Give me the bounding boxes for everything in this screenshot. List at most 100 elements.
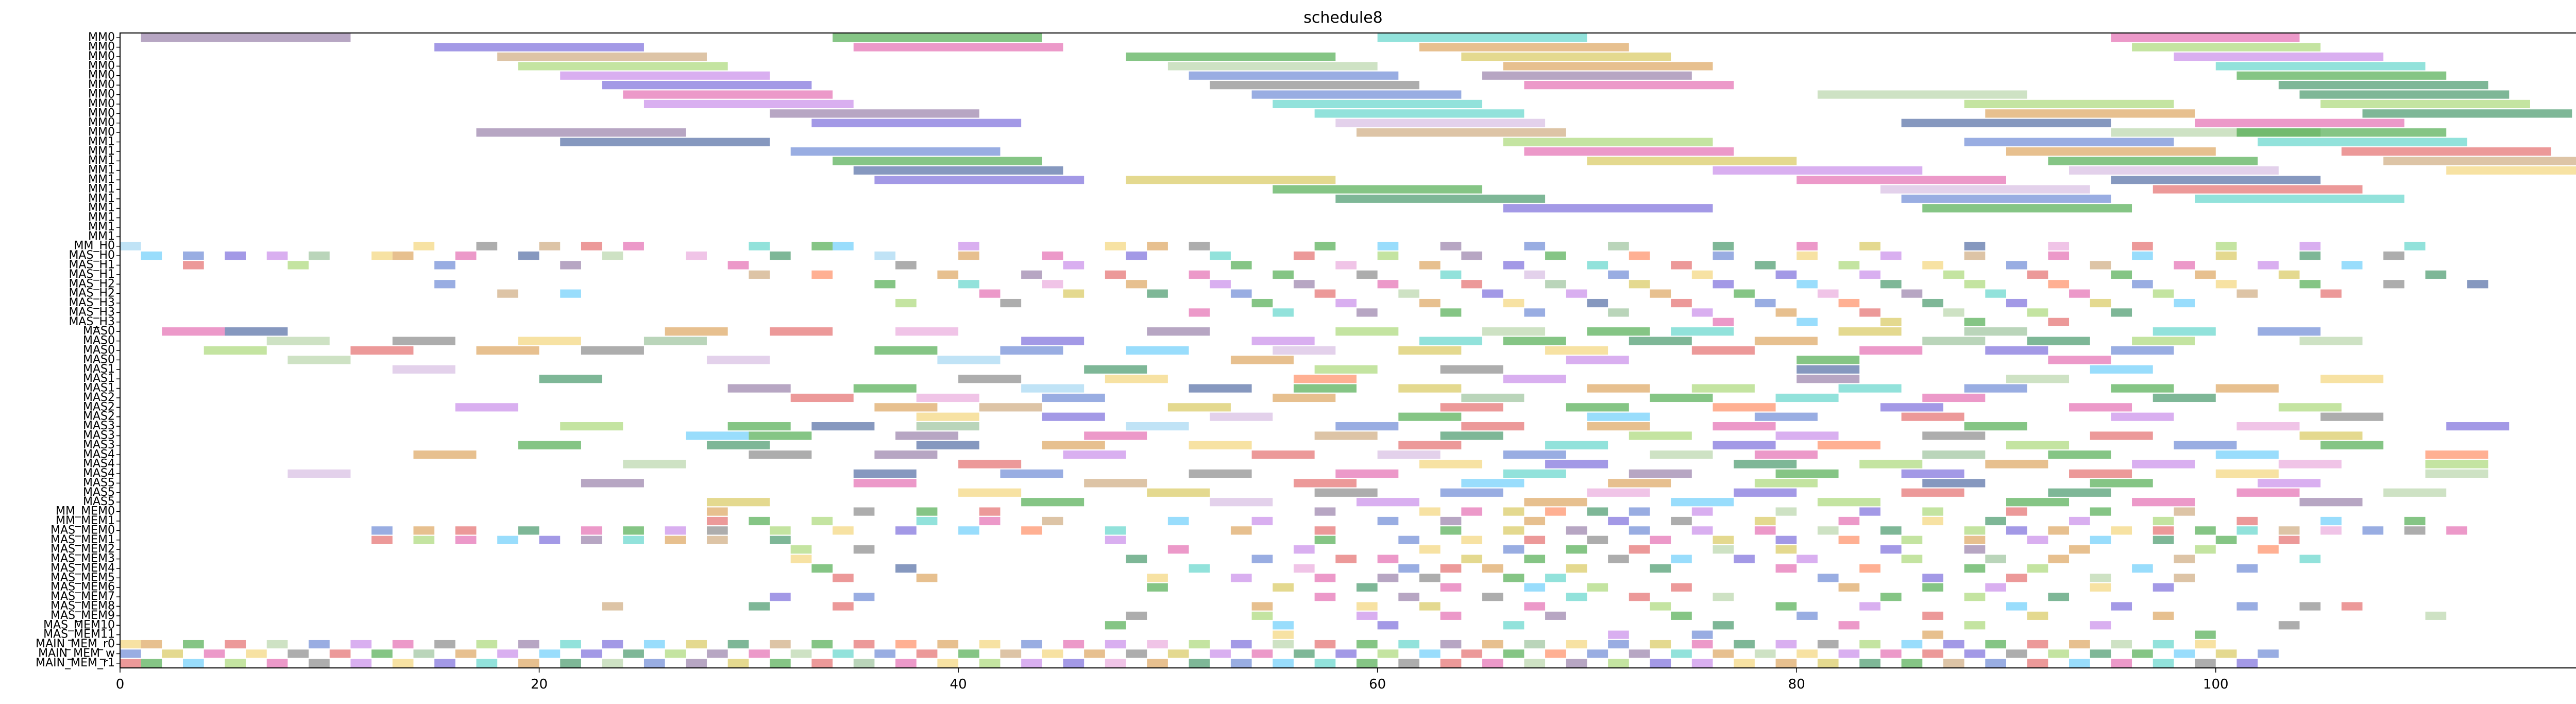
task-bar [1251,90,1462,99]
task-bar [2090,535,2111,544]
task-bar [2006,649,2027,658]
task-bar [2090,621,2111,630]
task-bar [2027,535,2048,544]
task-bar [225,640,246,649]
task-bar [1105,375,1168,383]
y-tick-label: MAS2 [83,391,115,404]
task-bar [413,450,477,459]
task-bar [1650,564,1671,573]
task-bar [560,138,770,146]
task-bar [1314,242,1336,250]
task-bar [790,649,812,658]
task-bar [2111,175,2321,185]
task-bar [1629,252,1650,260]
task-bar [1713,252,1734,260]
task-bar [874,403,938,412]
task-bar [1587,649,1608,658]
task-bar [916,412,979,421]
y-tick-label: MM0 [88,126,115,139]
task-bar [874,450,938,459]
task-bar [287,469,351,478]
task-bar [602,659,623,667]
task-bar [1503,574,1524,582]
task-bar [2278,621,2300,630]
task-bar [1377,450,1440,459]
task-bar [1775,393,1839,403]
task-bar [958,526,979,535]
task-bar [2090,649,2111,658]
task-bar [1545,507,1566,516]
task-bar [2236,128,2447,137]
task-bar [2236,659,2258,667]
task-bar [1440,659,1462,667]
task-bar [958,242,979,250]
task-bar [518,640,539,649]
task-bar [1314,289,1336,298]
task-bar [2383,252,2404,260]
task-bar [1377,516,1399,526]
task-bar [2027,564,2048,573]
task-bar [1775,308,1797,317]
task-bar [560,261,581,270]
task-bar [2132,460,2195,468]
task-bar [539,375,602,383]
task-bar [1734,555,1755,563]
task-bar [1838,261,1860,270]
task-bar [2006,261,2027,270]
task-bar [518,62,728,71]
task-bar [2006,375,2070,383]
task-bar [1461,649,1483,658]
task-bar [874,280,896,289]
task-bar [1880,317,1902,326]
task-bar [1314,526,1336,535]
task-bar [2111,270,2132,279]
task-bar [602,602,623,611]
task-bar [1566,593,1587,601]
task-bar [1797,242,1818,250]
task-bar [497,649,518,658]
task-bar [602,640,623,649]
task-bar [1838,621,1860,630]
task-bar [1189,441,1252,449]
task-bar [1440,583,1462,592]
task-bar [2362,526,2384,535]
task-bar [455,649,477,658]
task-bar [1859,659,1880,667]
task-bar [1608,555,1629,563]
task-bar [1273,346,1336,355]
task-bar [2153,289,2174,298]
task-bar [1985,460,2048,468]
task-bar [1440,611,1462,620]
task-bar [1691,346,1755,355]
task-bar [1650,289,1671,298]
task-bar [1817,90,2027,99]
task-bar [1629,526,1650,535]
task-bar [1524,516,1546,526]
task-bar [1377,280,1399,289]
task-bar [455,535,477,544]
y-tick-label: MAS5 [83,495,115,508]
task-bar [2299,242,2321,250]
task-bar [1650,640,1671,649]
task-bar [1797,555,1818,563]
task-bar [916,516,938,526]
task-bar [1167,403,1231,412]
task-bar [1356,498,1420,507]
task-bar [1503,526,1524,535]
task-bar [1964,242,1986,250]
task-bar [2236,71,2447,80]
task-bar [1063,289,1084,298]
y-tick-label: MAS_MEM11 [43,628,115,641]
task-bar [2215,469,2279,478]
y-tick-label: MM0 [88,69,115,82]
task-bar [1126,52,1336,61]
task-bar [706,649,728,658]
task-bar [392,252,414,260]
task-bar [1671,516,1692,526]
task-bar [811,242,833,250]
task-bar [937,659,959,667]
task-bar [727,640,749,649]
task-bar [434,280,455,289]
task-bar [1167,62,1378,71]
task-bar [455,526,477,535]
